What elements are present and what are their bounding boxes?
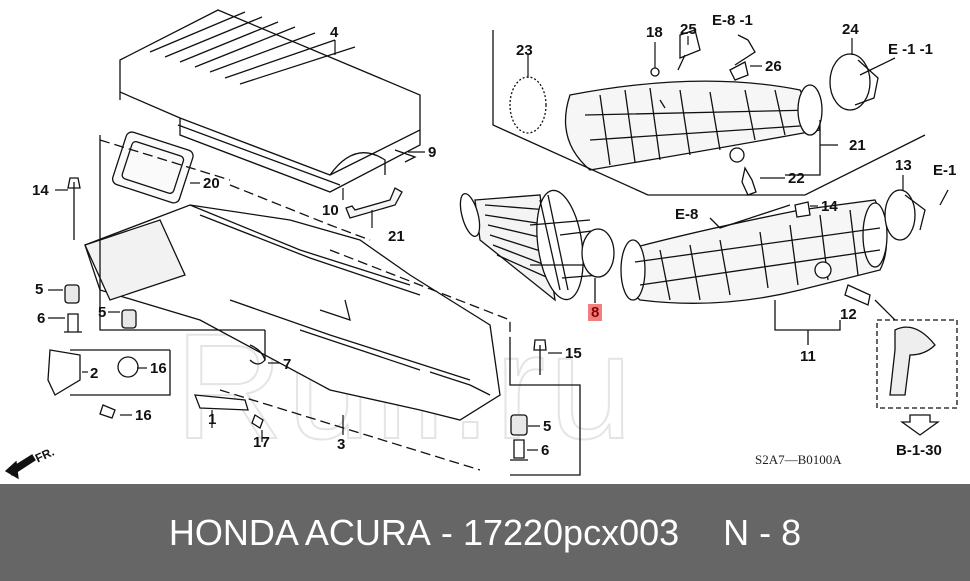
parts-diagram: Ruli.ru [4, 9, 958, 480]
callout-6-right[interactable]: 6 [541, 442, 550, 459]
callout-20[interactable]: 16 [150, 360, 167, 377]
air-filter-element-drawing [459, 189, 615, 303]
callout-7[interactable]: 7 [283, 356, 292, 373]
callout-5-left-lower[interactable]: 5 [98, 304, 107, 321]
separator [431, 512, 441, 554]
drawing-code: S2A7—B0100A [755, 452, 842, 467]
callout-5-right[interactable]: 5 [543, 418, 552, 435]
callout-3[interactable]: 3 [337, 436, 346, 453]
callout-16-left[interactable]: 16 [135, 407, 152, 424]
part-number: 17220pcx003 [462, 511, 680, 553]
callout-5-left-upper[interactable]: 5 [35, 281, 44, 298]
separator-dash: - [440, 511, 453, 553]
callout-14-left[interactable]: 14 [32, 182, 49, 199]
part-info-footer: HONDA ACURA - 17220pcx003 N - 8 [0, 484, 970, 581]
callout-15[interactable]: 14 [821, 198, 838, 215]
ref-b-1-30[interactable]: B-1-30 [896, 442, 942, 459]
callout-10[interactable]: 10 [322, 202, 339, 219]
ref-e-8[interactable]: E-8 [675, 206, 699, 223]
air-intake-duct-upper-drawing [564, 80, 823, 196]
callout-17[interactable]: 18 [646, 24, 663, 41]
callout-4[interactable]: 4 [330, 24, 339, 41]
brand-name: HONDA ACURA [168, 511, 431, 553]
callout-26[interactable]: 26 [765, 58, 782, 75]
position-label: N - 8 [723, 511, 802, 553]
callout-18[interactable]: 20 [203, 175, 220, 192]
callout-12[interactable]: 12 [840, 306, 857, 323]
air-cleaner-cover-drawing [119, 9, 421, 193]
callout-14-right[interactable]: 15 [565, 345, 582, 362]
callout-23[interactable]: 23 [516, 42, 533, 59]
diagram-drawing [4, 9, 958, 480]
air-cleaner-case-drawing [84, 204, 501, 421]
callout-9[interactable]: 9 [428, 144, 437, 161]
ref-e-8-1[interactable]: E-8 -1 [712, 12, 753, 29]
callout-24[interactable]: 24 [842, 21, 859, 38]
callout-8-highlighted[interactable]: 8 [588, 304, 603, 321]
callout-16-middle[interactable]: 17 [253, 434, 270, 451]
callout-25[interactable]: 25 [680, 21, 697, 38]
ref-e-1[interactable]: E-1 [933, 162, 957, 179]
separator-space [453, 512, 463, 554]
callout-11[interactable]: 11 [800, 348, 816, 365]
callout-13[interactable]: 13 [895, 157, 912, 174]
air-intake-duct-lower-drawing [620, 199, 888, 306]
callout-19[interactable]: 21 [388, 228, 405, 245]
callout-22[interactable]: 22 [788, 170, 805, 187]
callout-1[interactable]: 1 [208, 411, 217, 428]
ref-e-1-1[interactable]: E -1 -1 [888, 41, 934, 58]
callout-6-left[interactable]: 6 [37, 310, 46, 327]
callout-2[interactable]: 2 [90, 365, 99, 382]
callout-21[interactable]: 21 [849, 137, 866, 154]
